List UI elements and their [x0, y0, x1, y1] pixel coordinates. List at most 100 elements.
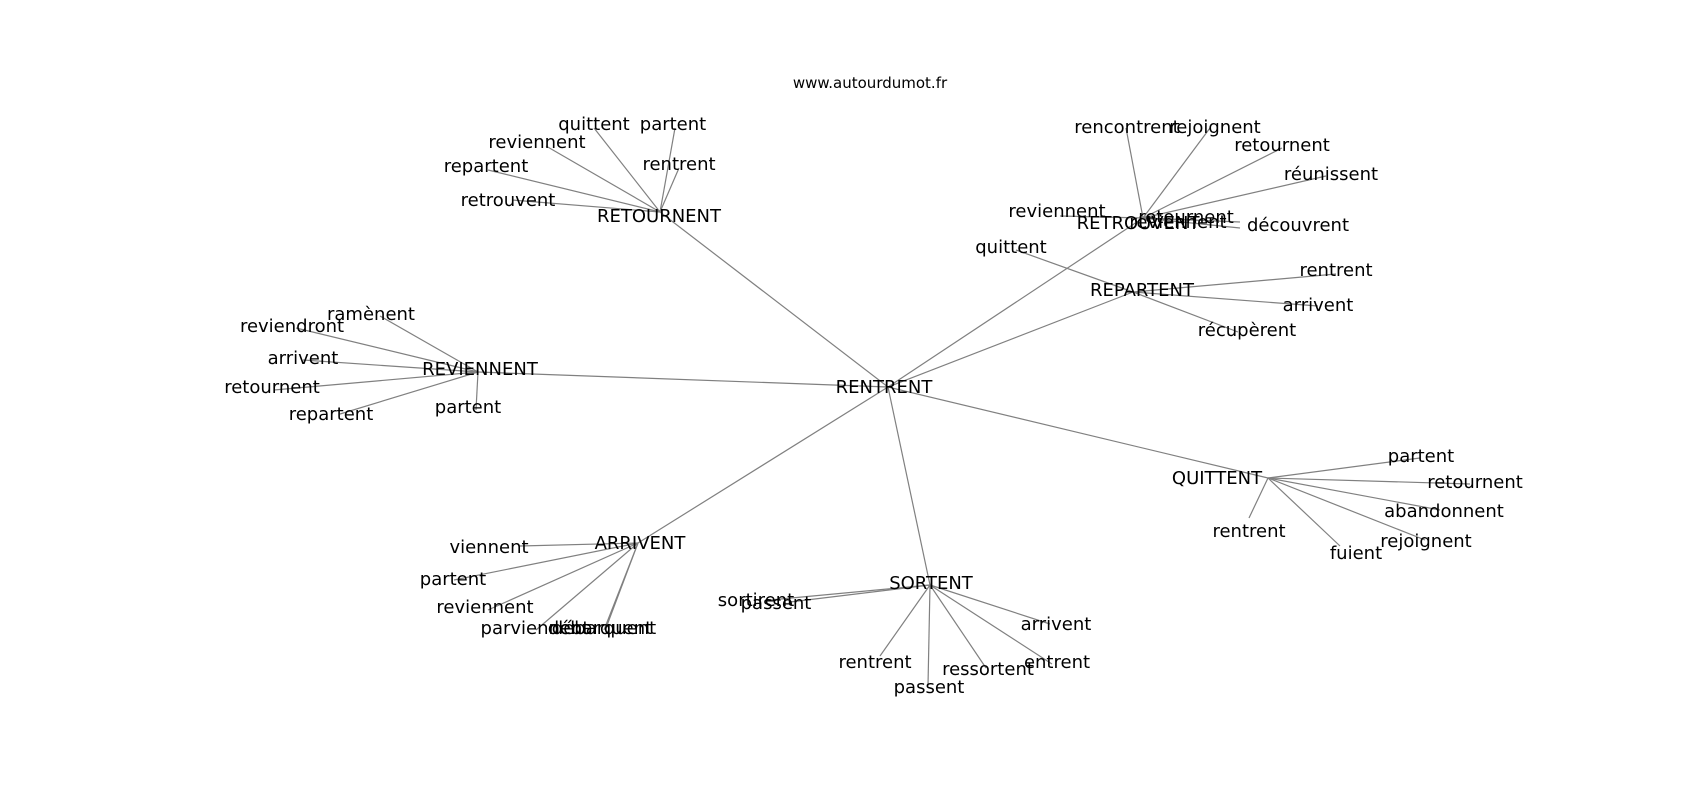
- edge-retournent_hub-leaf: [659, 167, 680, 213]
- leaf-node-label: rentrent: [838, 652, 911, 673]
- leaf-node-label: quittent: [975, 237, 1047, 258]
- leaf-node-label: rentrent: [1212, 521, 1285, 542]
- leaf-node-label: rentrent: [642, 154, 715, 175]
- leaf-node-label: reviennent: [488, 132, 585, 153]
- leaf-node-label: reviendront: [240, 316, 344, 337]
- edge-reviennent_hub-leaf: [475, 371, 479, 411]
- hub-node-label: RETOURNENT: [597, 206, 722, 227]
- leaf-node-label: parviennent: [481, 618, 590, 639]
- leaf-node-label: reviennent: [1129, 212, 1226, 233]
- leaf-node-label: passent: [741, 593, 812, 614]
- edge-center-to-retournent_hub: [659, 211, 889, 388]
- edge-retrouvent_hub-leaf: [1142, 217, 1241, 223]
- hub-node-label: REPARTENT: [1090, 280, 1195, 301]
- edge-arrivent_hub-leaf: [519, 542, 639, 547]
- edge-arrivent_hub-leaf: [605, 542, 639, 629]
- leaf-node-label: partent: [420, 569, 486, 590]
- leaf-node-label: débarquent: [548, 618, 652, 639]
- leaf-node-label: reviennent: [1008, 201, 1105, 222]
- leaf-node-label: retournent: [1427, 472, 1523, 493]
- leaf-node-label: entrent: [1024, 652, 1090, 673]
- edge-retournent_hub-leaf: [593, 127, 661, 213]
- leaf-node-label: retournent: [1138, 207, 1234, 228]
- edge-sortent_hub-leaf: [929, 584, 987, 669]
- edge-center-to-quittent_hub: [887, 386, 1269, 479]
- hub-node-label: QUITTENT: [1172, 468, 1263, 489]
- edge-retournent_hub-leaf: [545, 145, 661, 213]
- edge-layer: [273, 127, 1471, 687]
- edge-repartent_hub-leaf: [1015, 249, 1134, 293]
- edge-repartent_hub-leaf: [1132, 291, 1319, 307]
- leaf-node-label: réunissent: [1284, 164, 1378, 185]
- leaf-node-label: récupèrent: [1198, 320, 1296, 341]
- edge-quittent_hub-leaf: [1267, 477, 1426, 541]
- leaf-node-label: quittent: [558, 114, 630, 135]
- edge-quittent_hub-leaf: [1248, 477, 1269, 519]
- leaf-node-label: passent: [894, 677, 965, 698]
- edge-quittent_hub-leaf: [1267, 477, 1471, 485]
- leaf-node-label: partent: [435, 397, 501, 418]
- leaf-node-label: partent: [1388, 446, 1454, 467]
- edge-center-to-retrouvent_hub: [887, 217, 1144, 388]
- edge-retournent_hub-leaf: [659, 127, 676, 213]
- leaf-node-label: retournent: [224, 377, 320, 398]
- leaf-node-label: rencontrent: [1074, 117, 1179, 138]
- hub-node-label: ARRIVENT: [595, 533, 687, 554]
- edge-sortent_hub-leaf: [879, 584, 931, 657]
- leaf-node-label: viennent: [449, 537, 528, 558]
- center-node-label: RENTRENT: [836, 377, 934, 398]
- edge-retrouvent_hub-leaf: [1142, 147, 1283, 219]
- edge-arrivent_hub-leaf: [535, 542, 639, 631]
- edge-retrouvent_hub-leaf: [1142, 127, 1211, 219]
- leaf-node-label: sortirent: [718, 590, 794, 611]
- edge-retournent_hub-leaf: [487, 169, 661, 213]
- leaf-node-label: repartent: [444, 156, 529, 177]
- leaf-node-label: rejoignent: [1380, 531, 1471, 552]
- leaf-node-label: arrivent: [1021, 614, 1092, 635]
- leaf-node-label: abandonnent: [1384, 501, 1504, 522]
- edge-center-to-repartent_hub: [887, 291, 1134, 388]
- edge-repartent_hub-leaf: [1132, 291, 1239, 333]
- leaf-node-label: rejoignent: [1169, 117, 1260, 138]
- leaf-node-label: arrivent: [268, 348, 339, 369]
- edge-reviennent_hub-leaf: [339, 371, 479, 415]
- edge-center-to-sortent_hub: [887, 386, 931, 586]
- hub-node-label: SORTENT: [889, 573, 974, 594]
- edge-reviennent_hub-leaf: [273, 371, 479, 391]
- edge-retrouvent_hub-leaf: [1142, 217, 1241, 229]
- leaf-node-label: ressortent: [942, 659, 1034, 680]
- edge-sortent_hub-leaf: [929, 584, 1051, 625]
- edge-retrouvent_hub-leaf: [1142, 175, 1327, 219]
- edge-arrivent_hub-leaf: [487, 542, 639, 611]
- leaf-node-label: reviennent: [436, 597, 533, 618]
- leaf-node-label: repartent: [289, 404, 374, 425]
- leaf-node-label: ramènent: [327, 304, 415, 325]
- leaf-node-label: fuient: [1330, 543, 1382, 564]
- edge-sortent_hub-leaf: [927, 584, 931, 687]
- hub-node-label: REVIENNENT: [422, 359, 539, 380]
- watermark-text: www.autourdumot.fr: [793, 74, 948, 92]
- hub-node-label: RETROUVENT: [1077, 213, 1201, 234]
- edge-quittent_hub-leaf: [1267, 477, 1341, 547]
- edge-retrouvent_hub-leaf: [1125, 127, 1144, 219]
- edge-quittent_hub-leaf: [1267, 477, 1441, 511]
- leaf-node-label: retournent: [1234, 135, 1330, 156]
- leaf-node-label: débarquent: [552, 618, 656, 639]
- leaf-node-label: découvrent: [1247, 215, 1349, 236]
- edge-reviennent_hub-leaf: [379, 315, 479, 373]
- leaf-node-label: arrivent: [1283, 295, 1354, 316]
- edge-reviennent_hub-leaf: [302, 359, 479, 373]
- edge-sortent_hub-leaf: [789, 584, 931, 603]
- edge-repartent_hub-leaf: [1132, 273, 1337, 293]
- edge-center-to-arrivent_hub: [637, 386, 889, 544]
- edge-sortent_hub-leaf: [929, 584, 1053, 665]
- leaf-node-label: partent: [640, 114, 706, 135]
- edge-sortent_hub-leaf: [769, 584, 931, 601]
- leaf-node-label: retrouvent: [461, 190, 556, 211]
- edge-reviennent_hub-leaf: [295, 327, 479, 373]
- label-layer: www.autourdumot.fr RENTRENT RETOURNENT qu…: [224, 74, 1523, 698]
- edge-retrouvent_hub-leaf: [1059, 215, 1144, 219]
- edge-retournent_hub-leaf: [511, 199, 661, 213]
